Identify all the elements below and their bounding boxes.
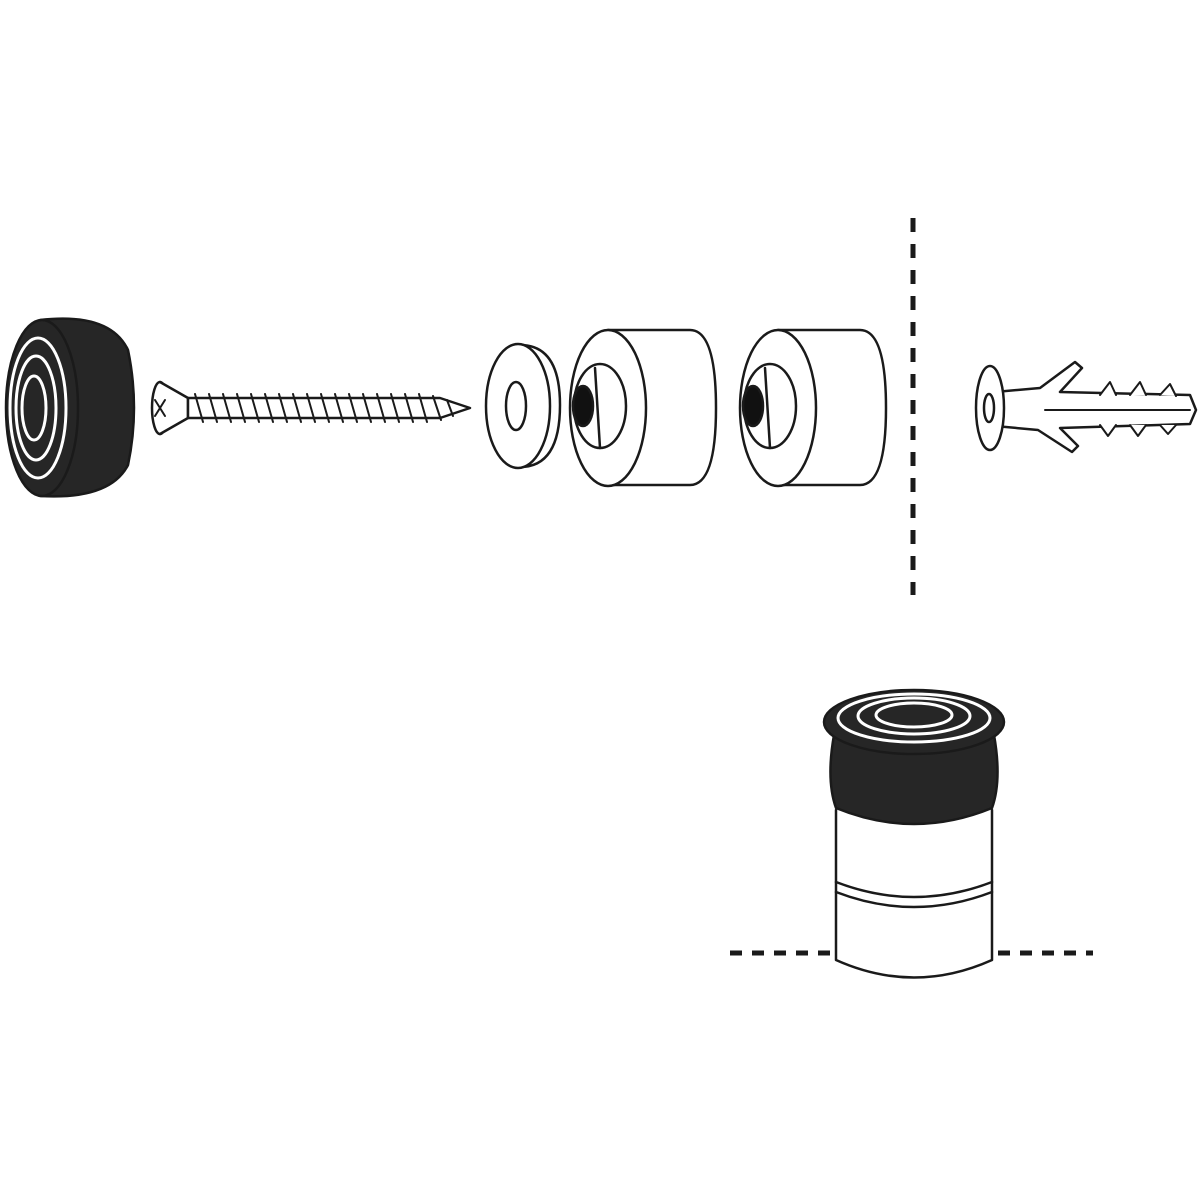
- countersunk-screw: [150, 380, 472, 436]
- spacer-2: [738, 328, 888, 488]
- washer: [484, 342, 562, 470]
- screw-thread: [194, 393, 454, 423]
- rubber-bumper-cap: [4, 317, 136, 498]
- assembled-bumper: [730, 688, 1093, 979]
- wall-plug: [974, 360, 1198, 454]
- spacer-1: [568, 328, 718, 488]
